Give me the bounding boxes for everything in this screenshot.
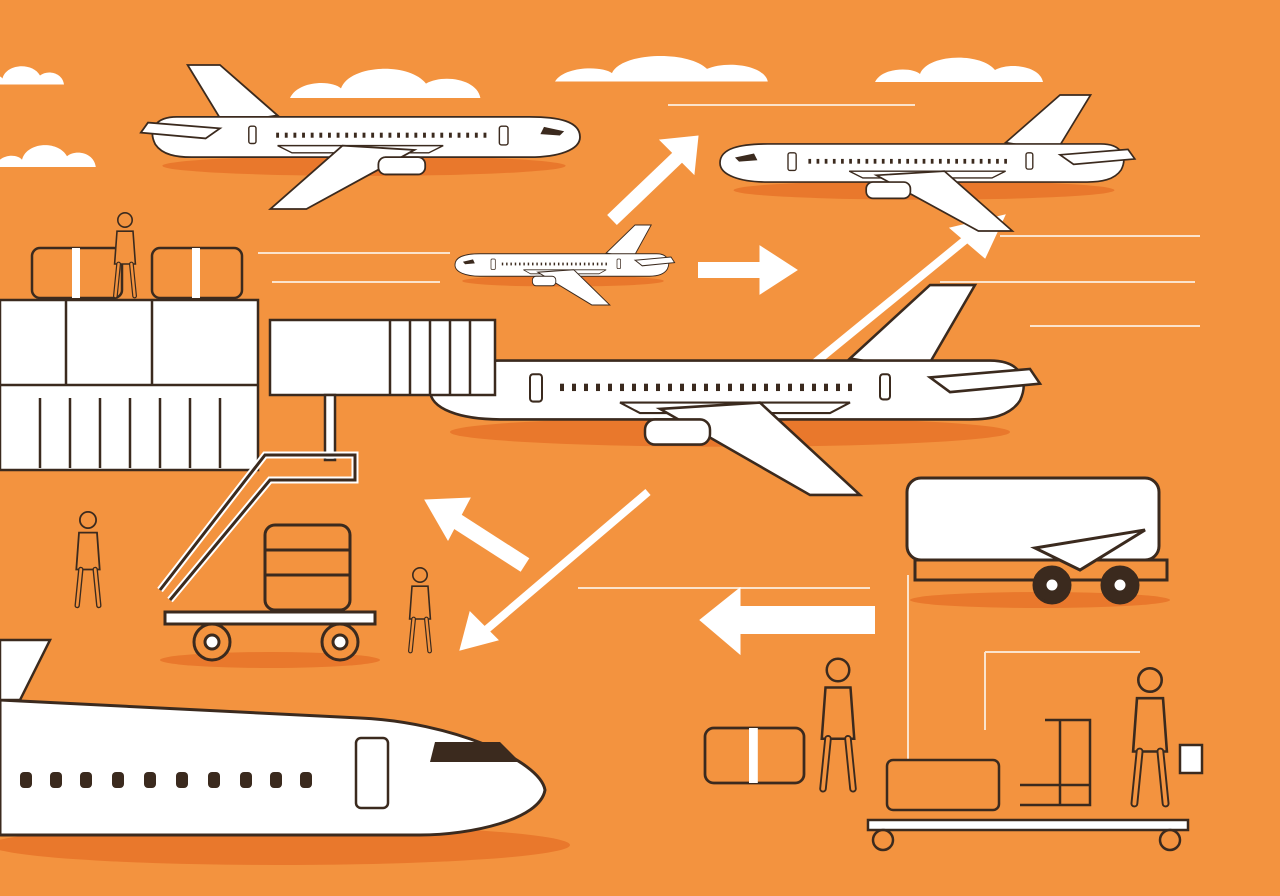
motion-lines xyxy=(258,104,1200,760)
jet-bridge-icon xyxy=(0,298,497,472)
stairs-icon xyxy=(157,451,380,668)
baggage-cart-icon xyxy=(866,718,1204,852)
luggage-icon xyxy=(150,246,244,300)
truck-icon xyxy=(905,476,1170,608)
arrow-icon xyxy=(424,135,1006,656)
luggage-icon xyxy=(703,726,806,785)
airplane-bottom-left xyxy=(0,638,570,865)
luggage-icon xyxy=(30,246,124,300)
